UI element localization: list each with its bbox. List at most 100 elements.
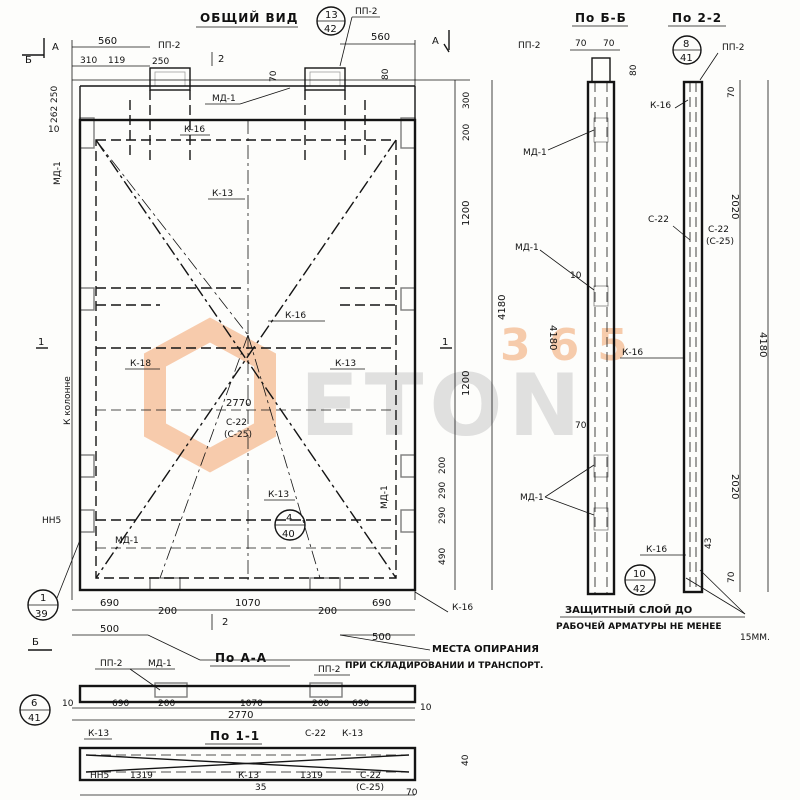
bottom-plate-right [309, 577, 341, 591]
svg-text:ПП-2: ПП-2 [318, 665, 341, 675]
svg-text:2: 2 [222, 617, 228, 628]
svg-text:200: 200 [438, 457, 448, 474]
section-22-body [682, 80, 704, 594]
svg-text:К колонне: К колонне [63, 376, 73, 425]
section-22: По 2-2 8 41 ПП-2 К-16 С-22 С-22 (С-25) К… [620, 11, 769, 615]
svg-text:690: 690 [372, 598, 391, 609]
svg-text:К-13: К-13 [335, 359, 356, 369]
svg-text:К-16: К-16 [622, 348, 643, 358]
svg-text:ПП-2: ПП-2 [100, 659, 123, 669]
lifting-loop-right [304, 67, 346, 160]
svg-text:НН5: НН5 [90, 771, 109, 781]
watermark-hex-logo [144, 317, 276, 473]
svg-text:МД-1: МД-1 [380, 485, 390, 509]
svg-text:690: 690 [100, 598, 119, 609]
svg-text:ЗАЩИТНЫЙ СЛОЙ ДО: ЗАЩИТНЫЙ СЛОЙ ДО [565, 603, 692, 616]
section-aa: По А-А ПП-2 МД-1 ПП-2 690 200 1070 200 6… [19, 651, 432, 726]
svg-text:1: 1 [38, 337, 44, 348]
panel-outline [78, 118, 417, 592]
svg-text:80: 80 [629, 64, 639, 76]
callout-1-39: 1 39 [27, 539, 81, 621]
svg-text:(С-25): (С-25) [356, 783, 384, 793]
svg-text:119: 119 [108, 56, 125, 66]
svg-text:К-16: К-16 [285, 311, 306, 321]
svg-text:290: 290 [438, 482, 448, 499]
bottom-plate-left [149, 577, 181, 591]
svg-text:РАБОЧЕЙ АРМАТУРЫ НЕ МЕНЕЕ: РАБОЧЕЙ АРМАТУРЫ НЕ МЕНЕЕ [556, 620, 722, 632]
svg-text:С-22: С-22 [708, 225, 729, 235]
svg-text:1070: 1070 [240, 699, 263, 709]
svg-text:МД-1: МД-1 [115, 536, 139, 546]
svg-text:По 1-1: По 1-1 [210, 729, 260, 743]
svg-text:С-22: С-22 [226, 418, 247, 428]
svg-text:По Б-Б: По Б-Б [575, 11, 627, 25]
right-dimension-chain: 300 200 1200 1200 4180 200 290 290 490 [438, 80, 508, 590]
svg-text:1070: 1070 [235, 598, 260, 609]
svg-text:200: 200 [158, 606, 177, 617]
svg-text:1: 1 [442, 337, 448, 348]
svg-text:1200: 1200 [461, 371, 472, 396]
svg-text:42: 42 [633, 584, 646, 595]
svg-text:200: 200 [312, 699, 329, 709]
callout-4-40: 4 40 [274, 509, 306, 541]
svg-text:ПП-2: ПП-2 [518, 41, 541, 51]
svg-text:2020: 2020 [729, 194, 740, 219]
svg-text:262: 262 [50, 106, 60, 123]
svg-text:560: 560 [371, 32, 390, 43]
svg-text:С-22: С-22 [360, 771, 381, 781]
svg-text:490: 490 [438, 548, 448, 565]
svg-text:35: 35 [255, 783, 266, 793]
svg-text:300: 300 [462, 92, 472, 109]
svg-text:4180: 4180 [547, 325, 558, 350]
svg-text:10: 10 [62, 699, 74, 709]
svg-text:Б: Б [32, 637, 39, 648]
svg-text:МД-1: МД-1 [515, 243, 539, 253]
svg-text:10: 10 [48, 125, 60, 135]
svg-text:По А-А: По А-А [215, 651, 267, 665]
svg-text:200: 200 [158, 699, 175, 709]
svg-text:К-13: К-13 [342, 729, 363, 739]
svg-text:500: 500 [100, 624, 119, 635]
svg-text:500: 500 [372, 632, 391, 643]
svg-text:1200: 1200 [461, 201, 472, 226]
svg-text:560: 560 [98, 36, 117, 47]
svg-text:К-16: К-16 [650, 101, 671, 111]
svg-text:ПП-2: ПП-2 [722, 43, 745, 53]
svg-text:1: 1 [40, 593, 46, 604]
callout-13-42: 13 42 [316, 6, 346, 36]
svg-text:70: 70 [575, 421, 587, 431]
svg-text:250: 250 [152, 57, 169, 67]
section-11-body [78, 746, 417, 782]
svg-text:200: 200 [462, 124, 472, 141]
svg-text:2770: 2770 [226, 398, 251, 409]
svg-text:40: 40 [282, 529, 295, 540]
svg-text:А: А [432, 36, 439, 47]
svg-text:МД-1: МД-1 [53, 161, 63, 185]
svg-text:250: 250 [50, 86, 60, 103]
svg-text:690: 690 [112, 699, 129, 709]
svg-text:40: 40 [461, 754, 471, 766]
svg-text:80: 80 [381, 68, 391, 80]
svg-text:290: 290 [438, 507, 448, 524]
svg-text:1319: 1319 [300, 771, 323, 781]
embedded-plates-left [79, 117, 95, 533]
general-view-title: ОБЩИЙ ВИД [200, 10, 298, 25]
svg-text:70: 70 [269, 70, 279, 82]
svg-text:А: А [52, 42, 59, 53]
svg-text:МД-1: МД-1 [520, 493, 544, 503]
callout-10-42: 10 42 [624, 564, 656, 596]
svg-text:ПП-2: ПП-2 [355, 7, 378, 17]
watermark-brand: ETON [300, 356, 587, 456]
svg-text:К-16: К-16 [452, 603, 473, 613]
section-11: По 1-1 К-13 С-22 К-13 НН5 1319 К-13 35 1… [78, 729, 471, 798]
svg-text:(С-25): (С-25) [706, 237, 734, 247]
svg-text:К-13: К-13 [212, 189, 233, 199]
svg-text:МД-1: МД-1 [523, 148, 547, 158]
svg-text:4180: 4180 [497, 295, 508, 320]
svg-text:690: 690 [352, 699, 369, 709]
svg-text:310: 310 [80, 56, 97, 66]
watermark: 365 ETON [144, 317, 628, 473]
embedded-plates-right [400, 117, 416, 533]
svg-text:13: 13 [325, 10, 338, 21]
